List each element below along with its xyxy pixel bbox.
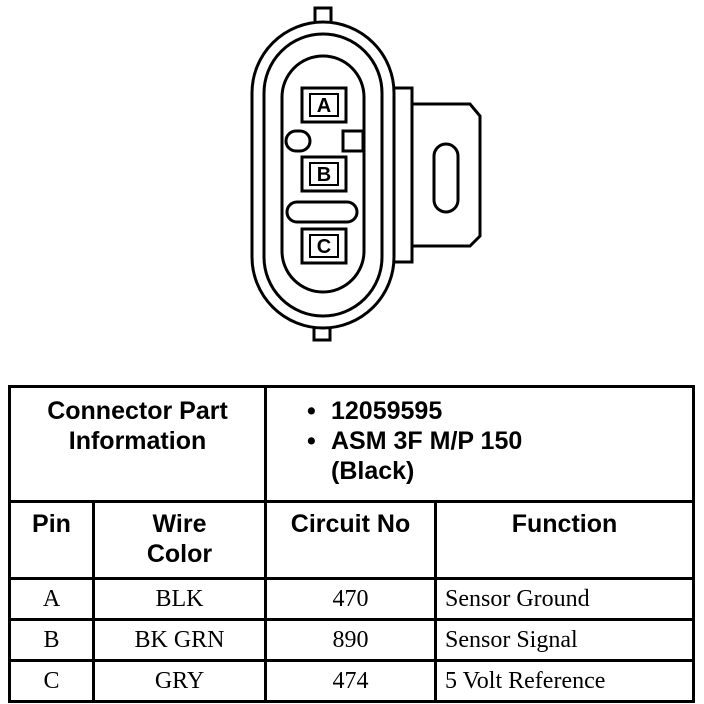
bullet-icon: • xyxy=(307,397,316,425)
part-info-label-line2: Information xyxy=(68,427,207,455)
connector-diagram: A B C xyxy=(250,6,482,342)
table-row: C GRY 474 5 Volt Reference xyxy=(8,659,695,703)
col-header-pin-label: Pin xyxy=(32,510,71,538)
table-row: A BLK 470 Sensor Ground xyxy=(8,577,695,621)
cell-circuit: 474 xyxy=(264,659,437,703)
col-header-pin: Pin xyxy=(8,500,95,580)
cell-wire: GRY xyxy=(92,659,267,703)
cell-function: Sensor Ground xyxy=(434,577,695,621)
col-header-function: Function xyxy=(434,500,695,580)
asm-line: • ASM 3F M/P 150 xyxy=(307,426,692,456)
connector-info-table: Connector Part Information •12059595 •AS… xyxy=(8,385,695,703)
side-latch xyxy=(394,86,482,264)
part-number: 12059595 xyxy=(331,397,443,425)
col-header-wire-line1: Wire xyxy=(152,510,207,538)
column-header-row: Pin Wire Color Circuit No Function xyxy=(8,500,695,580)
pin-a-inner xyxy=(309,93,339,117)
part-number-line: • 12059595 xyxy=(307,396,692,426)
col-header-wire-line2: Color xyxy=(146,540,213,568)
pin-b-inner xyxy=(309,162,339,186)
connector-shell-cavity xyxy=(280,54,366,294)
col-header-wire-color: Wire Color xyxy=(92,500,267,580)
col-header-circuit-label: Circuit No xyxy=(290,510,411,538)
asm-color: (Black) xyxy=(331,457,415,485)
pin-label-b: B xyxy=(317,164,331,186)
cell-pin: A xyxy=(8,577,95,621)
cell-pin: C xyxy=(8,659,95,703)
part-info-label-line1: Connector Part xyxy=(47,397,228,425)
cell-wire: BLK xyxy=(92,577,267,621)
key-slot-round xyxy=(284,129,312,153)
part-info-label: Connector Part Information xyxy=(8,385,267,503)
pin-label-c: C xyxy=(317,236,331,258)
key-slot-square xyxy=(341,129,365,153)
cell-wire: BK GRN xyxy=(92,618,267,662)
col-header-circuit: Circuit No xyxy=(264,500,437,580)
asm-value: ASM 3F M/P 150 xyxy=(331,427,523,455)
cell-circuit: 470 xyxy=(264,577,437,621)
cell-function: 5 Volt Reference xyxy=(434,659,695,703)
cell-function: Sensor Signal xyxy=(434,618,695,662)
bullet-icon: • xyxy=(307,427,316,455)
latch-slot xyxy=(432,142,460,214)
pin-c-inner xyxy=(309,234,339,258)
part-info-values: • 12059595 • ASM 3F M/P 150 (Black) xyxy=(264,385,695,503)
pin-label-a: A xyxy=(317,95,331,117)
cell-pin: B xyxy=(8,618,95,662)
part-info-row: Connector Part Information • 12059595 • AS… xyxy=(8,385,695,503)
connector-shell-inner xyxy=(262,32,384,318)
table-row: B BK GRN 890 Sensor Signal xyxy=(8,618,695,662)
cell-circuit: 890 xyxy=(264,618,437,662)
col-header-function-label: Function xyxy=(511,510,618,538)
key-bar xyxy=(285,200,359,224)
